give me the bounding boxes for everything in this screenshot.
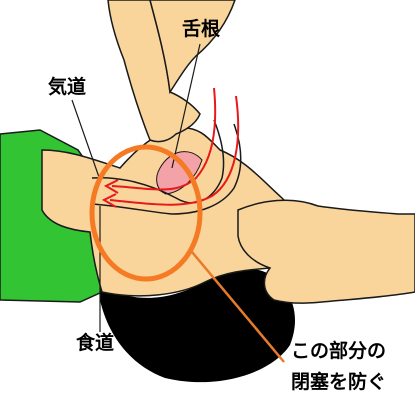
rescuer-lower-hand (238, 200, 415, 303)
label-note-line1: この部分の (291, 342, 386, 361)
label-note-line2: 閉塞を防ぐ (291, 373, 386, 392)
label-esophagus: 食道 (76, 334, 114, 353)
label-airway: 気道 (48, 78, 86, 97)
label-tongue-root: 舌根 (182, 20, 220, 39)
